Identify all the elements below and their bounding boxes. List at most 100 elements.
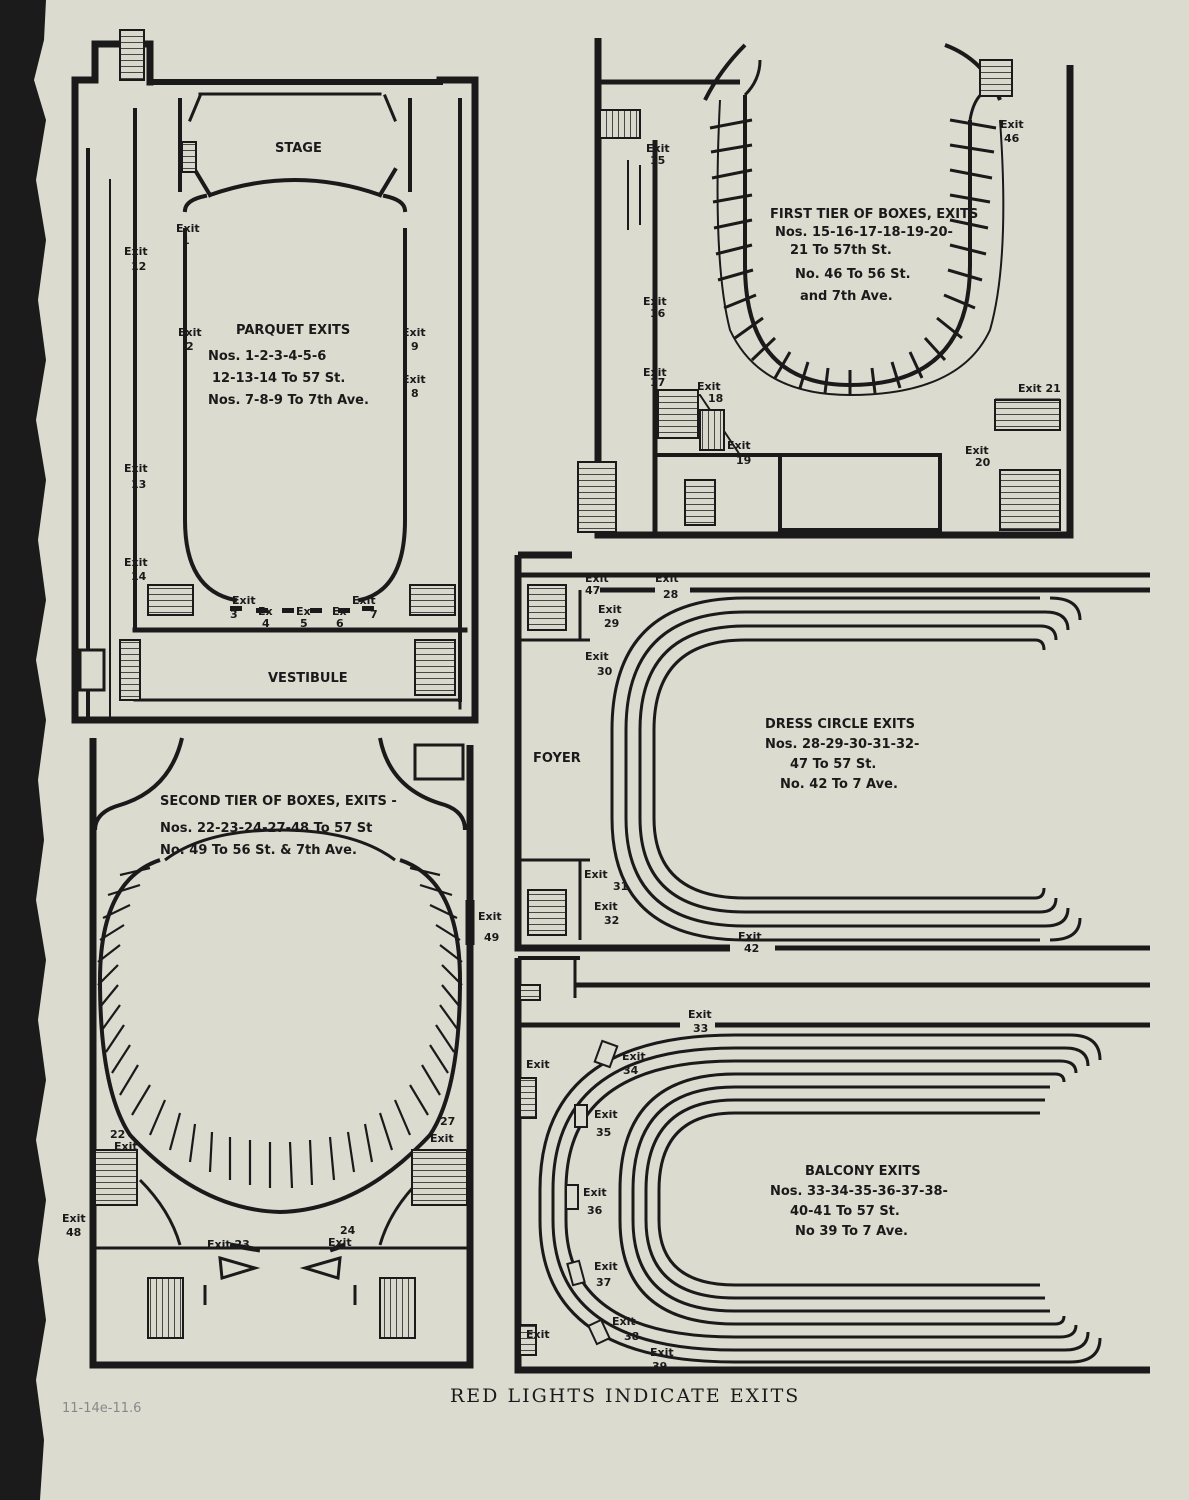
exit-34-number: 34 — [623, 1064, 639, 1077]
vestibule-label: VESTIBULE — [268, 671, 348, 686]
exit-46-number: 46 — [1004, 132, 1020, 145]
exit-40: Exit — [526, 1058, 550, 1071]
exit-1-word: Exit — [176, 222, 200, 235]
stairs — [119, 29, 145, 81]
exit-17-number: 17 — [650, 376, 665, 389]
parquet-labels: STAGE VESTIBULE PARQUET EXITS Nos. 1-2-3… — [124, 141, 426, 686]
exit-2-number: 2 — [186, 340, 194, 353]
stage-label: STAGE — [275, 141, 322, 156]
exit-19-word: Exit — [727, 439, 751, 452]
stairs — [699, 409, 725, 451]
exit-36-number: 36 — [587, 1204, 603, 1217]
balcony-line-1: Nos. 33-34-35-36-37-38- — [770, 1184, 948, 1199]
dress-circle-title: DRESS CIRCLE EXITS — [765, 717, 915, 732]
parquet-line-2: 12-13-14 To 57 St. — [212, 371, 345, 386]
parquet-plan — [71, 40, 479, 724]
balcony-plan — [514, 956, 1150, 1374]
exit-31-number: 31 — [613, 880, 628, 893]
exit-22-word: Exit — [114, 1140, 138, 1153]
exit-3-number: 3 — [230, 608, 238, 621]
exit-1-number: 1 — [182, 234, 190, 247]
exit-14-number: 14 — [131, 570, 147, 583]
exit-47-word: Exit — [585, 572, 609, 585]
exit-36: Exit 36 — [583, 1186, 607, 1217]
second-tier-line-2: No. 49 To 56 St. & 7th Ave. — [160, 843, 357, 858]
first-tier-line-1: Nos. 15-16-17-18-19-20- — [775, 225, 953, 240]
dress-circle-line-3: No. 42 To 7 Ave. — [780, 777, 898, 792]
second-tier-line-1: Nos. 22-23-24-27-48 To 57 St — [160, 821, 372, 836]
exit-14-word: Exit — [124, 556, 148, 569]
balcony-line-2: 40-41 To 57 St. — [790, 1204, 900, 1219]
stairs — [519, 1077, 537, 1119]
exit-6: Ex6 — [332, 605, 347, 630]
exit-49-word: Exit — [478, 910, 502, 923]
balcony-seat-rows — [538, 1033, 1102, 1364]
balcony-title: BALCONY EXITS — [805, 1164, 921, 1179]
dress-circle-plan — [514, 551, 1150, 952]
exit-29-number: 29 — [604, 617, 619, 630]
exit-22-number: 22 — [110, 1128, 125, 1141]
exit-41: Exit — [526, 1328, 550, 1341]
exit-28-word: Exit — [655, 572, 679, 585]
exit-17-word: Exit — [643, 366, 667, 379]
exit-36-word: Exit — [583, 1186, 607, 1199]
exit-20-word: Exit — [965, 444, 989, 457]
exit-13-number: 13 — [131, 478, 146, 491]
exit-46-word: Exit — [1000, 118, 1024, 131]
exit-48-word: Exit — [62, 1212, 86, 1225]
exit-6-number: 6 — [336, 617, 344, 630]
exit-20-number: 20 — [975, 456, 991, 469]
exit-27-number: 27 — [440, 1115, 455, 1128]
room — [78, 648, 106, 692]
first-tier-labels: FIRST TIER OF BOXES, EXITS Nos. 15-16-17… — [643, 118, 1061, 469]
page-caption: RED LIGHTS INDICATE EXITS — [450, 1385, 800, 1407]
stairs — [979, 59, 1013, 97]
exit-34-word: Exit — [622, 1050, 646, 1063]
exit-24-number: 24 — [340, 1224, 356, 1237]
parquet-title: PARQUET EXITS — [236, 323, 350, 338]
exit-7-number: 7 — [370, 608, 378, 621]
dress-circle-labels: FOYER DRESS CIRCLE EXITS Nos. 28-29-30-3… — [533, 572, 919, 955]
exit-9-word: Exit — [402, 326, 426, 339]
exit-42-word: Exit — [738, 930, 762, 943]
stairs — [181, 141, 197, 173]
exit-23: Exit 23 — [207, 1238, 250, 1251]
parquet-line-3: Nos. 7-8-9 To 7th Ave. — [208, 393, 369, 408]
stairs — [411, 1149, 468, 1206]
stairs — [999, 469, 1061, 531]
exit-31-word: Exit — [584, 868, 608, 881]
exit-7-word: Exit — [352, 594, 376, 607]
exit-47-number: 47 — [585, 584, 600, 597]
exit-4-number: 4 — [262, 617, 270, 630]
exit-35-number: 35 — [596, 1126, 611, 1139]
exit-37-word: Exit — [594, 1260, 618, 1273]
balcony-exit-doors — [565, 1039, 619, 1346]
exit-12-number: 12 — [131, 260, 146, 273]
second-tier-labels: SECOND TIER OF BOXES, EXITS - Nos. 22-23… — [62, 794, 502, 1251]
exit-39-number: 39 — [652, 1360, 667, 1373]
exit-40-word: Exit — [526, 1058, 550, 1071]
